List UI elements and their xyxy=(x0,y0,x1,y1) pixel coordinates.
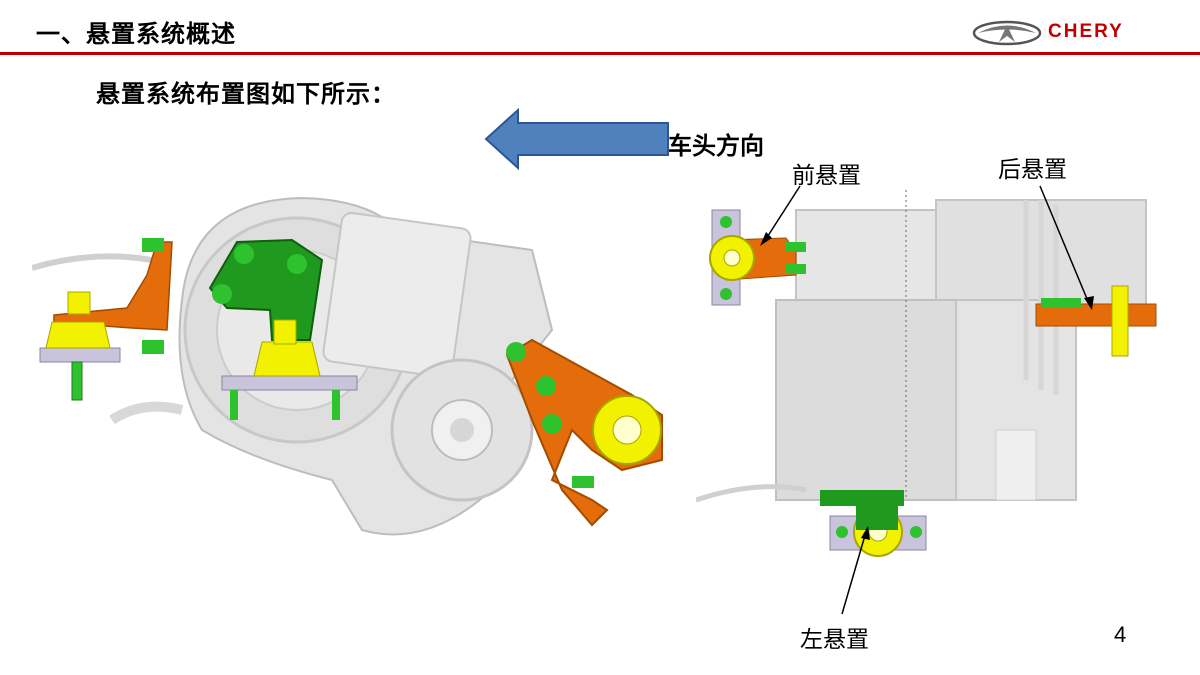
rear-mount-callout: 后悬置 xyxy=(998,157,1067,183)
direction-label: 车头方向 xyxy=(668,132,764,160)
header-divider xyxy=(0,52,1200,55)
slide-subtitle: 悬置系统布置图如下所示： xyxy=(96,80,396,108)
front-mount-callout: 前悬置 xyxy=(792,163,861,189)
left-mount-callout: 左悬置 xyxy=(800,627,869,653)
left-layout-diagram xyxy=(32,180,682,560)
right-layout-diagram xyxy=(696,180,1166,570)
left-mount-assembly xyxy=(39,238,173,401)
vehicle-front-direction-arrow xyxy=(484,108,669,170)
section-title: 一、悬置系统概述 xyxy=(36,20,236,48)
center-mount-assembly xyxy=(208,238,358,420)
chery-logo: CHERY xyxy=(972,20,1168,46)
brand-wordmark: CHERY xyxy=(1048,21,1124,42)
rear-torque-rod-assembly xyxy=(505,338,663,527)
chery-emblem-icon xyxy=(972,20,1042,46)
page-number: 4 xyxy=(1114,622,1127,647)
front-mount-assembly xyxy=(709,209,806,306)
